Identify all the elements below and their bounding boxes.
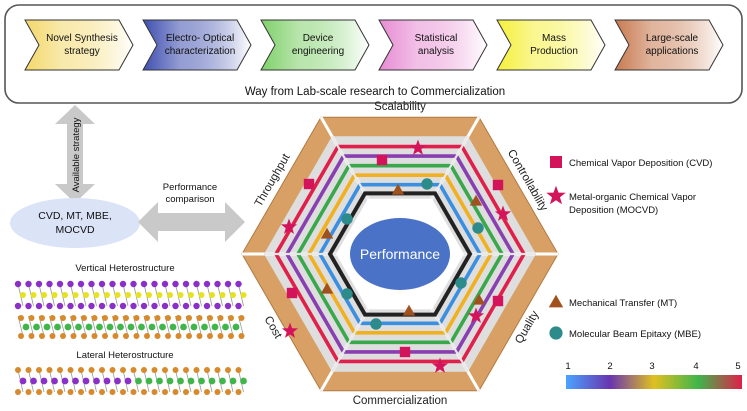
methods-label-line1: CVD, MT, MBE, <box>38 210 112 222</box>
marker-square <box>303 178 315 190</box>
marker-circle <box>370 318 382 330</box>
legend-symbol-triangle <box>548 294 564 308</box>
hexagon-side-label: Scalability <box>374 101 426 113</box>
pipeline-step-label: Mass <box>542 33 566 44</box>
color-scale-tick: 3 <box>649 361 654 372</box>
lateral-heterostructure-image <box>15 367 247 395</box>
legend-label: Deposition (MOCVD) <box>569 205 658 216</box>
legend-label: Metal-organic Chemical Vapor <box>569 192 696 203</box>
marker-star <box>467 307 485 323</box>
marker-star <box>494 205 512 221</box>
pipeline-step-label: analysis <box>418 46 454 57</box>
marker-triangle <box>472 293 486 305</box>
color-scale-tick: 2 <box>607 361 612 372</box>
pipeline-step <box>142 19 252 71</box>
legend-symbol-circle <box>549 326 563 340</box>
pipeline-step-label: Production <box>530 46 578 57</box>
performance-comparison-arrow: Performance comparison <box>138 182 245 242</box>
pipeline-step <box>378 19 488 71</box>
marker-star <box>431 357 449 373</box>
pipeline-step <box>496 19 606 71</box>
marker-circle <box>421 178 433 190</box>
vertical-heterostructure-image <box>14 280 247 339</box>
legend-symbol-star <box>546 185 566 205</box>
marker-star <box>281 322 299 338</box>
legend-label: Mechanical Transfer (MT) <box>569 298 677 309</box>
marker-triangle <box>402 304 416 316</box>
marker-circle <box>341 288 353 300</box>
marker-triangle <box>320 282 334 294</box>
pipeline-step-label: strategy <box>64 46 100 57</box>
performance-center-label: Performance <box>360 246 440 262</box>
legend-label: Chemical Vapor Deposition (CVD) <box>569 158 712 169</box>
available-strategy-label: Available strategy <box>71 117 82 192</box>
hexagon-markers <box>280 139 512 373</box>
marker-square <box>492 295 504 307</box>
marker-square <box>492 179 504 191</box>
marker-square <box>399 346 411 358</box>
legend-symbol-square <box>550 156 562 168</box>
pipeline-step-label: characterization <box>165 46 236 57</box>
vertical-heterostructure-title: Vertical Heterostructure <box>75 263 174 274</box>
pipeline-caption: Way from Lab-scale research to Commercia… <box>245 86 505 98</box>
marker-circle <box>472 222 484 234</box>
pipeline-step-label: Large-scale <box>646 33 699 44</box>
marker-star <box>280 218 298 234</box>
pipeline-step <box>24 19 134 71</box>
pipeline-step-label: engineering <box>292 46 344 57</box>
pipeline-step-label: Novel Synthesis <box>46 33 118 44</box>
pipeline-step <box>260 19 370 71</box>
color-scale-bar <box>566 375 742 389</box>
methods-label-line2: MOCVD <box>55 224 95 236</box>
color-scale-tick: 4 <box>693 361 698 372</box>
marker-triangle <box>469 194 483 206</box>
hexagon-side-label: Commercialization <box>353 395 448 407</box>
performance-comparison-line2: comparison <box>165 194 214 205</box>
color-scale: 1 2 3 4 5 <box>565 361 742 389</box>
pipeline-step-label: Electro- Optical <box>166 33 234 44</box>
available-strategy-arrow: Available strategy <box>55 105 95 203</box>
pipeline-step-label: Device <box>303 33 334 44</box>
performance-comparison-line1: Performance <box>163 182 217 193</box>
pipeline-step <box>614 19 724 71</box>
pipeline-steps: Novel Synthesis strategy Electro- Optical c… <box>24 19 724 71</box>
lateral-heterostructure-title: Lateral Heterostructure <box>76 350 173 361</box>
marker-triangle <box>391 183 405 195</box>
color-scale-tick: 5 <box>735 361 740 372</box>
marker-circle <box>455 277 467 289</box>
color-scale-tick: 1 <box>565 361 570 372</box>
hexagon-core-border <box>327 191 473 317</box>
pipeline-step-label: Statistical <box>415 33 458 44</box>
pipeline-step-label: applications <box>646 46 699 57</box>
marker-triangle <box>320 227 334 239</box>
methods-ellipse <box>10 198 140 248</box>
marker-star <box>409 139 427 155</box>
legend-label: Molecular Beam Epitaxy (MBE) <box>569 329 701 340</box>
performance-center <box>350 218 450 290</box>
marker-circle <box>341 213 353 225</box>
marker-square <box>286 287 298 299</box>
legend: Chemical Vapor Deposition (CVD) Metal-org… <box>546 156 712 340</box>
marker-square <box>376 154 388 166</box>
